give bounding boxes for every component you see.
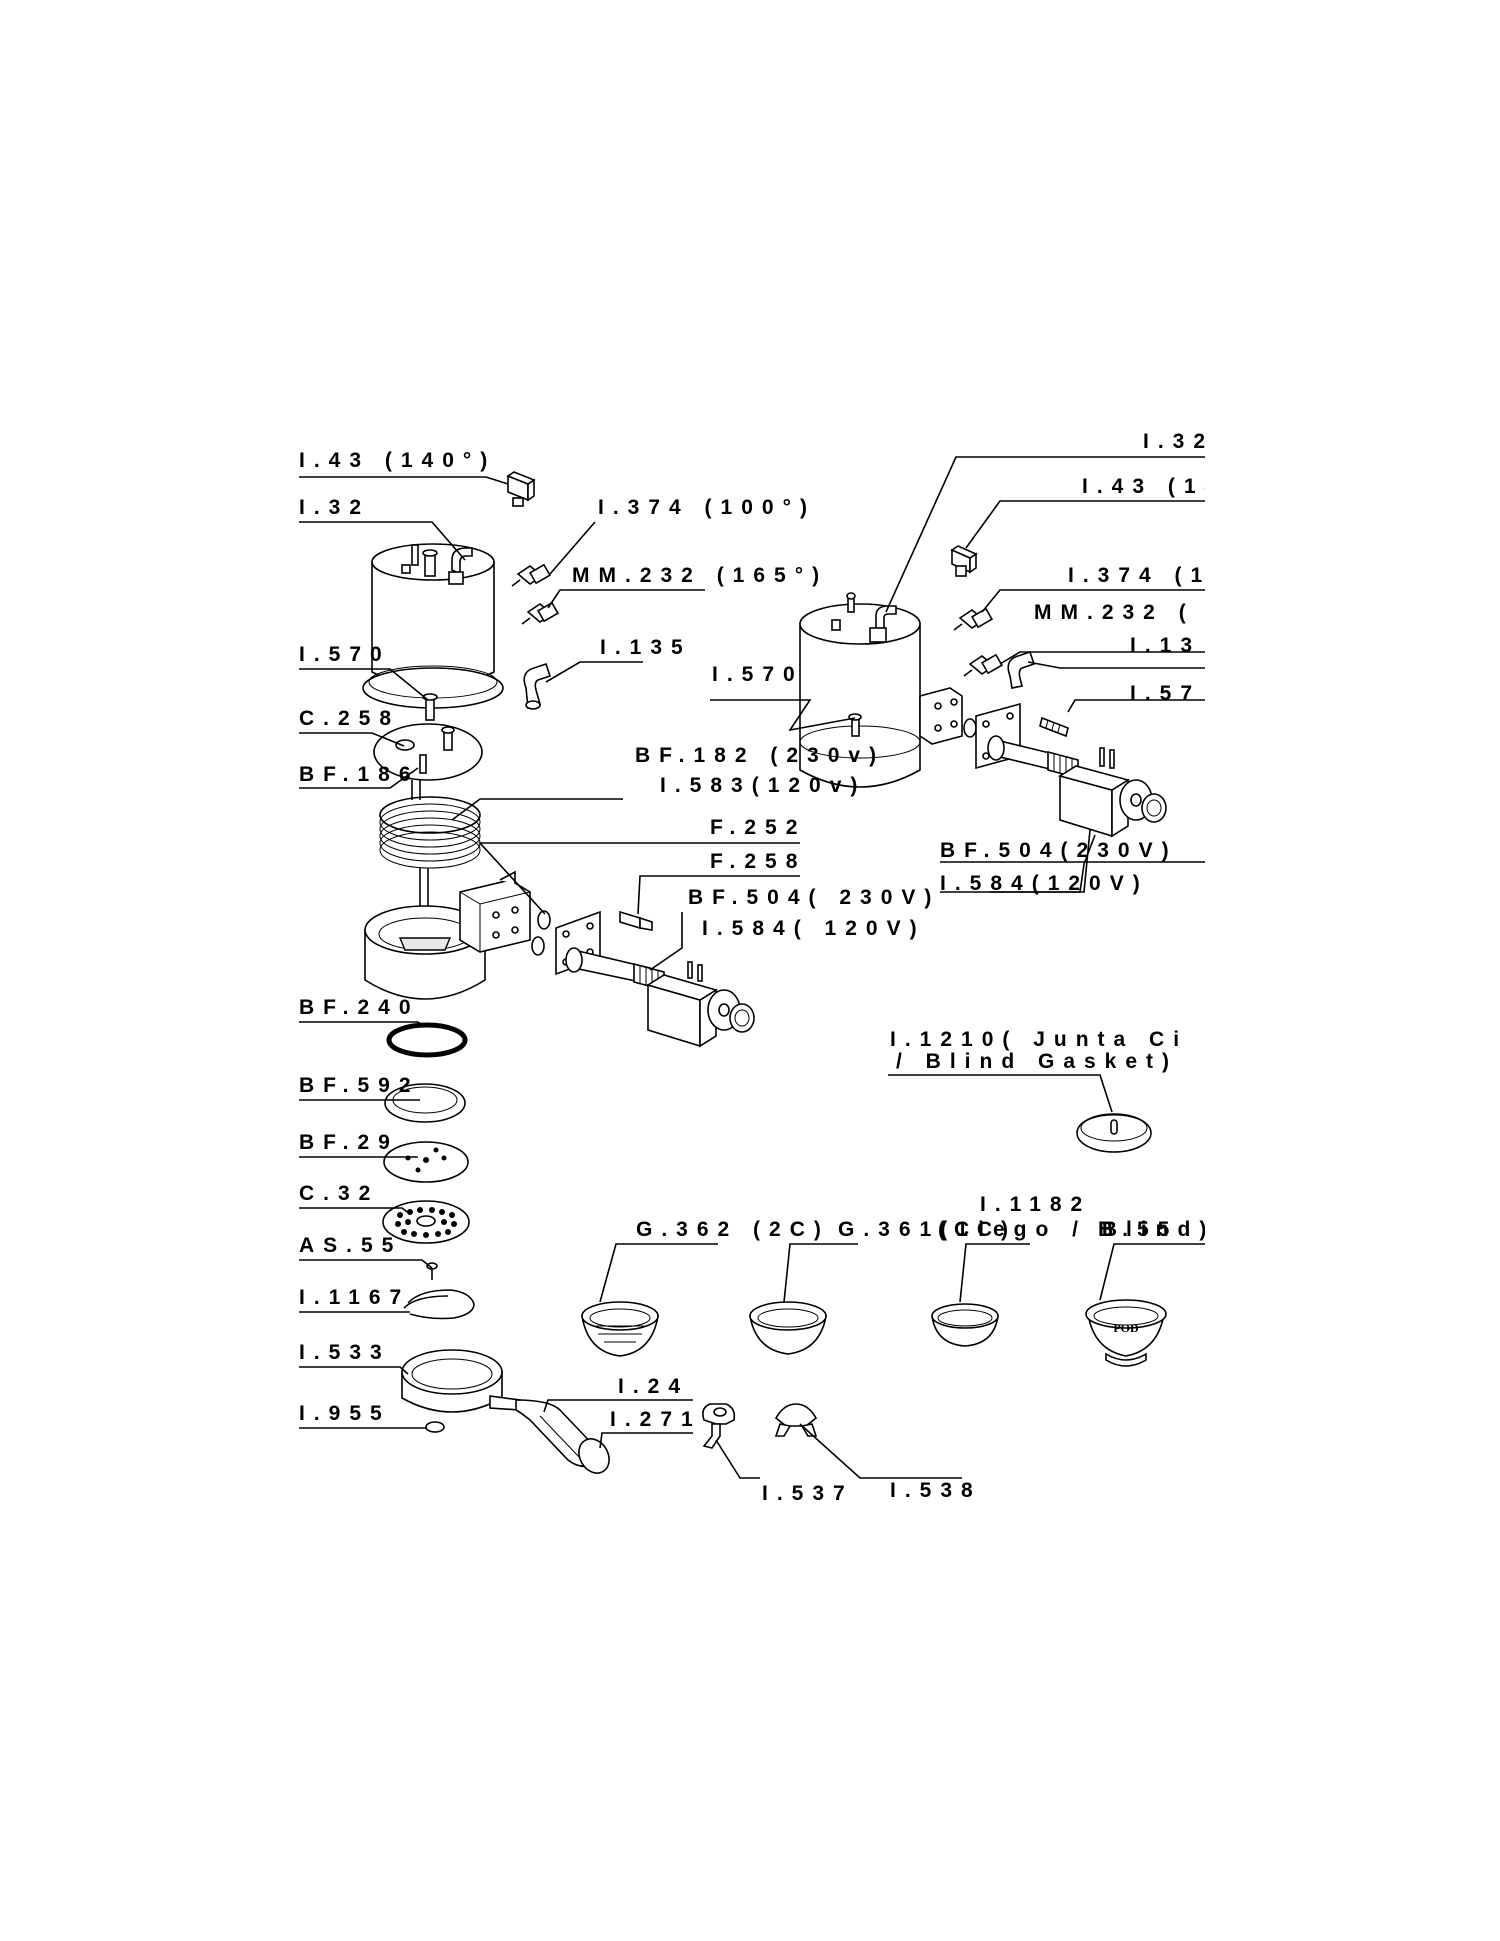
label-c258: C.258 <box>299 707 400 730</box>
blind-gasket-i1210-icon <box>1076 1113 1152 1153</box>
left-portafilter-i533-icon <box>401 1349 610 1474</box>
right-thermostat-i43-icon <box>950 545 978 577</box>
right-screw-i570-icon <box>1039 716 1069 738</box>
label-f252: F.252 <box>710 816 806 839</box>
right-boiler <box>799 592 963 788</box>
label-i13-right: I.13 <box>1130 634 1201 657</box>
right-valve-flange-icon <box>963 702 1079 780</box>
label-bf592: BF.592 <box>299 1074 420 1097</box>
left-thermostat-i43-icon <box>506 471 536 507</box>
label-bf186: BF.186 <box>299 763 420 786</box>
label-i584-right: I.584(120V) <box>940 872 1149 895</box>
label-i374-right: I.374 (1 <box>1068 564 1211 587</box>
left-thermostat-i374-icon <box>511 563 552 587</box>
label-i570-left: I.570 <box>299 643 391 666</box>
label-i24: I.24 <box>618 1375 689 1398</box>
left-fitting-f258-icon <box>619 910 653 931</box>
label-g362: G.362 (2C) <box>636 1218 830 1241</box>
left-screw-as55-icon <box>426 1262 438 1280</box>
label-i135-left: I.135 <box>600 636 692 659</box>
filter-basket-g362-icon <box>581 1301 659 1357</box>
left-spring-clip-i1167-icon <box>403 1289 475 1320</box>
pod-basket-b55-icon: POD <box>1085 1299 1167 1367</box>
label-i538: I.538 <box>890 1479 982 1502</box>
filter-basket-g361-icon <box>749 1301 827 1355</box>
label-i271: I.271 <box>610 1408 702 1431</box>
left-gasket-bf240-icon <box>386 1022 468 1058</box>
label-bf504-left: BF.504( 230V) <box>688 886 940 909</box>
label-b55: B.55 <box>1098 1218 1178 1241</box>
label-i43-left: I.43 (140°) <box>299 449 496 472</box>
label-i533: I.533 <box>299 1341 391 1364</box>
label-mm232-left: MM.232 (165°) <box>572 564 828 587</box>
blind-basket-i1182-icon <box>931 1303 999 1347</box>
label-i583: I.583(120v) <box>660 774 866 797</box>
label-bf182: BF.182 (230v) <box>635 744 885 767</box>
right-assembly: POD <box>581 545 1167 1367</box>
label-bf29: BF.29 <box>299 1131 399 1154</box>
label-g361: G.361(1C) <box>838 1218 1017 1241</box>
part-labels: I.43 (140°) I.32 I.374 (100°) MM.232 (16… <box>299 430 1225 1505</box>
left-thermostat-mm232-icon <box>521 601 560 625</box>
left-assembly <box>362 471 818 1474</box>
label-i32-left: I.32 <box>299 496 370 519</box>
label-i1210-blind-gasket: / Blind Gasket) <box>896 1050 1178 1073</box>
label-i1210: I.1210( Junta Ci <box>890 1028 1188 1051</box>
label-i537: I.537 <box>762 1482 854 1505</box>
label-i32-right: I.32 <box>1143 430 1214 453</box>
left-group-head-icon <box>364 868 531 1000</box>
label-i1182: I.1182 <box>980 1193 1091 1216</box>
label-f258: F.258 <box>710 850 806 873</box>
label-bf504-right: BF.504(230V) <box>940 839 1178 862</box>
leader-lines <box>299 456 1205 1479</box>
left-plate-c258-icon <box>373 723 483 781</box>
left-ring-bf592-icon <box>384 1083 466 1123</box>
label-i43-right: I.43 (14 <box>1082 475 1225 498</box>
left-boiler <box>362 543 504 709</box>
left-elbow-i135-icon <box>523 662 552 710</box>
spout-i537-icon <box>702 1403 736 1449</box>
label-bf240: BF.240 <box>299 996 420 1019</box>
left-oring-f252-icon <box>531 910 551 956</box>
label-c32: C.32 <box>299 1182 379 1205</box>
label-mm232-right: MM.232 ( <box>1034 601 1195 624</box>
left-screen-c32-icon <box>382 1200 470 1244</box>
left-washer-i955-icon <box>425 1421 445 1433</box>
right-thermostat-i374-icon <box>953 607 994 631</box>
left-heating-coil-bf182-icon <box>379 780 481 869</box>
label-i570-right: I.570 <box>712 663 804 686</box>
label-i955: I.955 <box>299 1402 391 1425</box>
label-as55: AS.55 <box>299 1234 402 1257</box>
label-i57-right: I.57 <box>1130 682 1201 705</box>
label-i374-left: I.374 (100°) <box>598 496 816 519</box>
right-thermostat-mm232-icon <box>963 653 1004 677</box>
left-disc-bf29-icon <box>383 1141 469 1183</box>
right-solenoid-coil-bf504-icon <box>1058 747 1167 838</box>
right-elbow-i135-icon <box>1007 650 1036 689</box>
left-solenoid-coil-bf504-icon <box>646 961 755 1048</box>
label-i584-left: I.584( 120V) <box>702 917 926 940</box>
page-right-margin <box>1205 0 1500 1941</box>
label-ciego-blind: (Ciego / Blind) <box>938 1218 1215 1241</box>
label-i1167: I.1167 <box>299 1286 410 1309</box>
pod-basket-text: POD <box>1113 1321 1139 1335</box>
spout-i538-icon <box>774 1403 818 1437</box>
